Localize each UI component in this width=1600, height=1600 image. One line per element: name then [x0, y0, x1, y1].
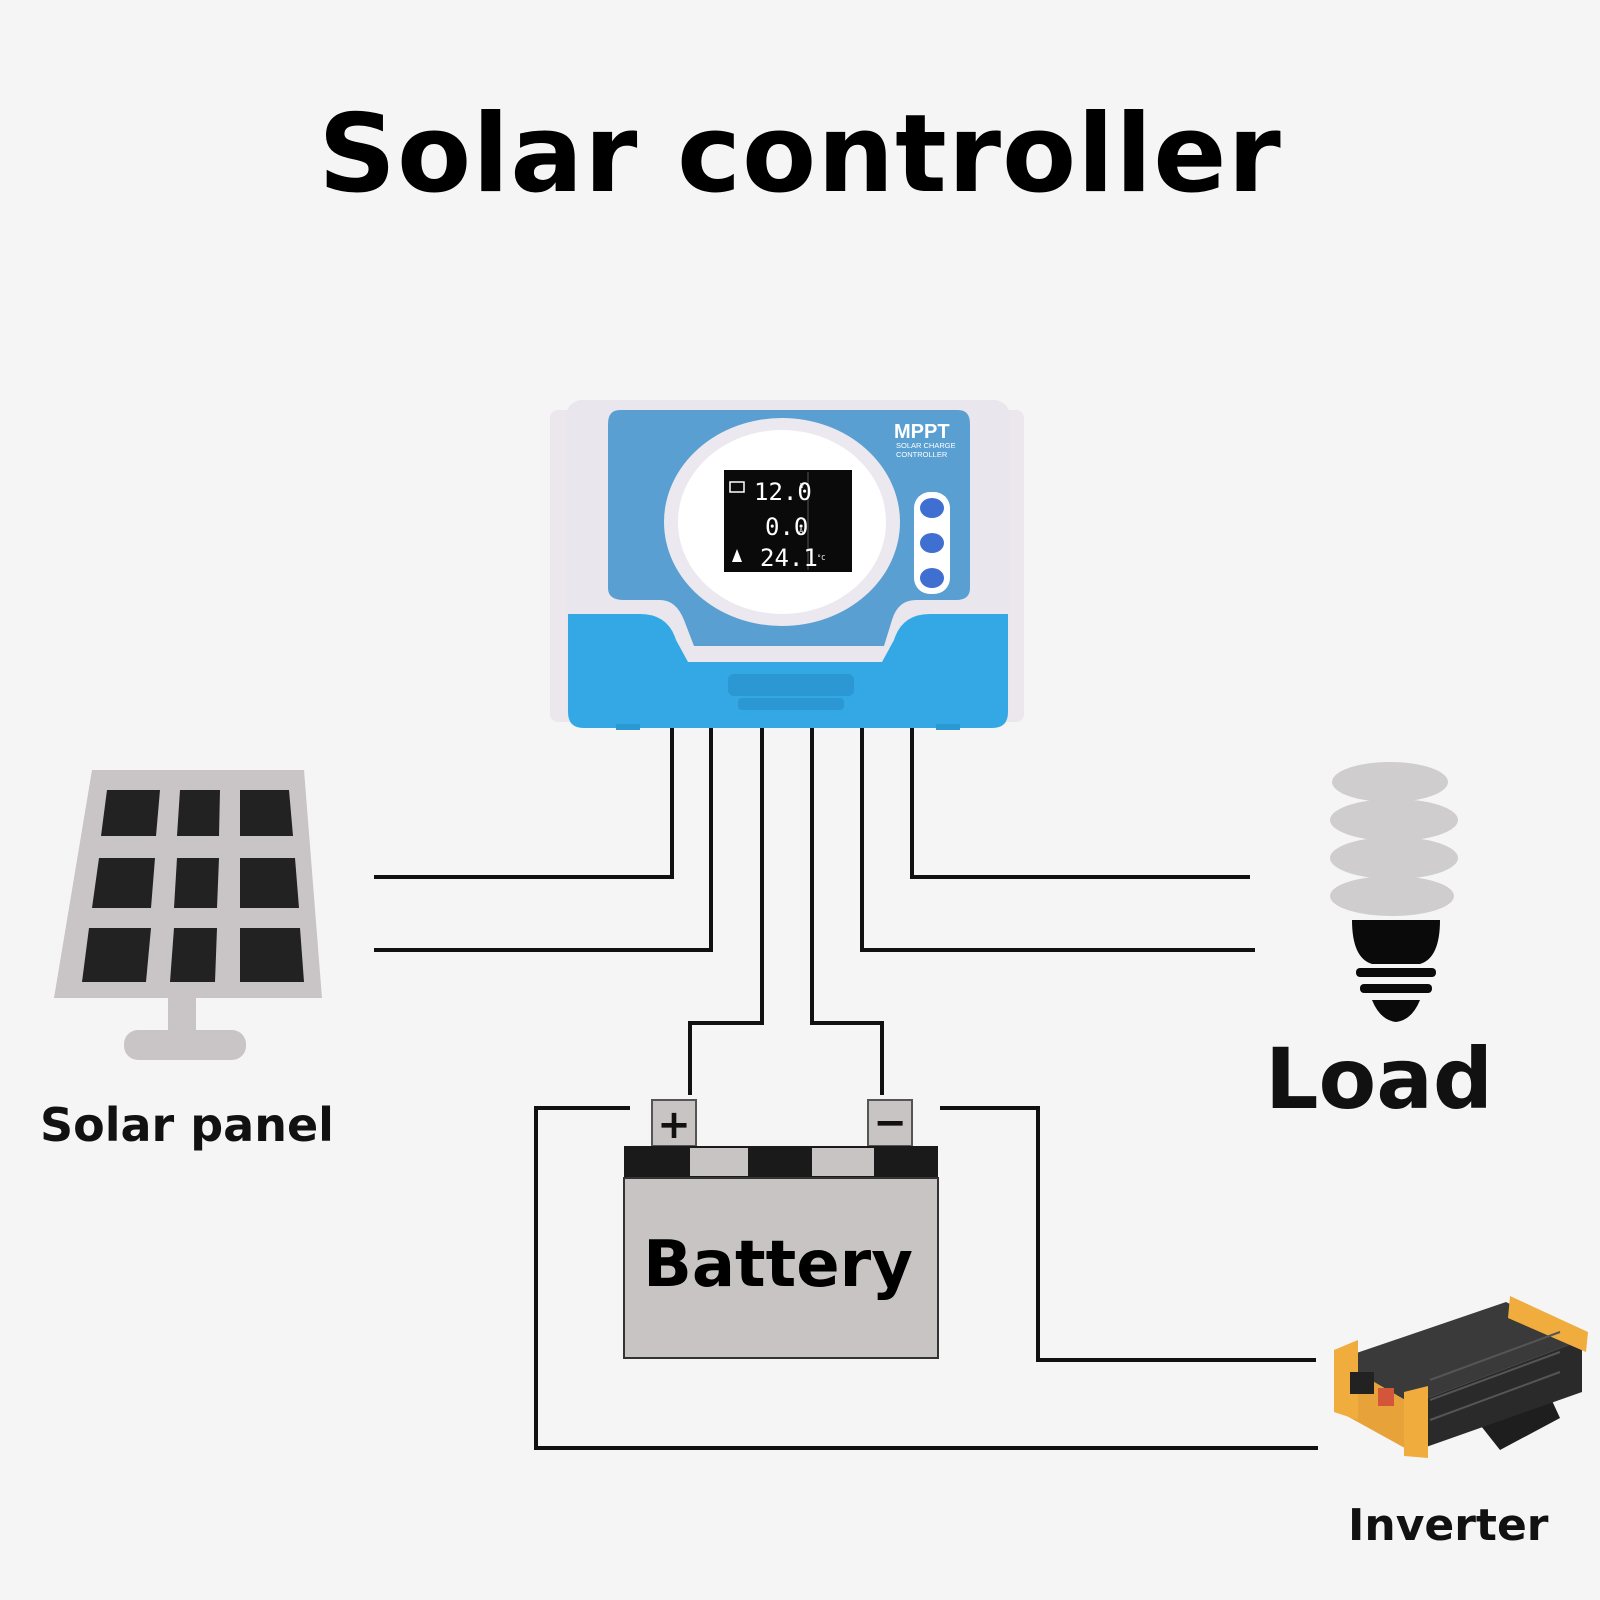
wire-solar-2: [374, 728, 713, 952]
battery-label: Battery: [643, 1228, 913, 1302]
lcd-voltage: 12.0: [754, 478, 812, 506]
page-title: Solar controller: [318, 92, 1282, 217]
lcd-current: 0.0: [765, 513, 808, 541]
battery-top: [624, 1146, 938, 1178]
wire-solar-1: [374, 728, 674, 879]
battery-terminal-negative: [867, 1099, 913, 1147]
controller-vent: [728, 674, 854, 696]
lcd-current-unit: A: [799, 527, 804, 535]
controller-foot-left: [616, 724, 640, 730]
lamp-icon: [732, 549, 742, 562]
controller-vent-2: [738, 698, 844, 710]
controller-subtitle-1: SOLAR CHARGE: [896, 441, 956, 450]
solar-panel-icon: [54, 770, 322, 1060]
wire-battery-positive: [688, 728, 764, 1095]
lcd-screen: [724, 470, 852, 572]
lcd-temperature: 24.1: [760, 544, 818, 572]
inverter-icon: [1334, 1296, 1588, 1458]
controller-subtitle-2: CONTROLLER: [896, 450, 948, 459]
controller-foot-right: [936, 724, 960, 730]
solar-panel-label: Solar panel: [40, 1098, 334, 1152]
bulb-icon: [1330, 762, 1458, 1022]
controller-button-1[interactable]: [920, 498, 944, 518]
wire-inverter-2: [534, 1106, 1318, 1450]
lcd-temperature-unit: °C: [817, 554, 825, 562]
wire-battery-negative: [810, 728, 884, 1095]
wire-load-1: [910, 728, 1250, 879]
solar-controller: 12.0 V 0.0 A 24.1 °C MPPT SOLAR CHARGE C…: [550, 400, 1024, 730]
controller-button-3[interactable]: [920, 568, 944, 588]
battery-body: [623, 1177, 939, 1359]
controller-button-2[interactable]: [920, 533, 944, 553]
battery-icon: + −: [623, 1099, 939, 1359]
load-label: Load: [1265, 1030, 1494, 1128]
controller-base: [568, 614, 1008, 728]
inverter-label: Inverter: [1348, 1500, 1549, 1551]
battery-positive-symbol: +: [657, 1102, 691, 1148]
wire-load-2: [860, 728, 1255, 952]
wiring: [374, 728, 1318, 1450]
battery-icon: [729, 481, 745, 493]
wire-inverter-1: [940, 1106, 1316, 1362]
battery-negative-symbol: −: [873, 1100, 907, 1146]
lcd-voltage-unit: V: [800, 482, 805, 490]
controller-brand: MPPT: [894, 421, 950, 443]
